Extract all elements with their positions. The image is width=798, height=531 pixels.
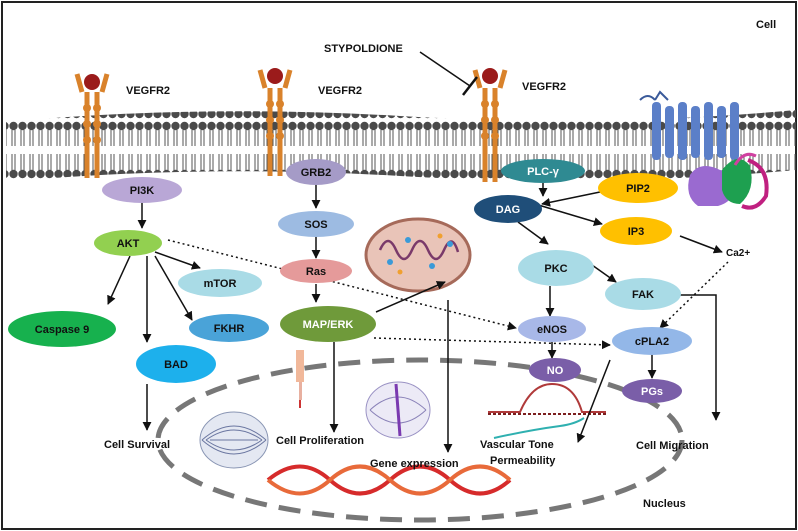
svg-text:PGs: PGs xyxy=(641,386,663,398)
outcome-gene-expression: Gene expression xyxy=(370,458,459,470)
node-grb2: GRB2 xyxy=(286,159,346,185)
node-fak: FAK xyxy=(605,278,681,310)
node-cpla2: cPLA2 xyxy=(612,327,692,355)
node-akt: AKT xyxy=(94,230,162,256)
outcome-cell-migration: Cell Migration xyxy=(636,440,709,452)
svg-text:Ras: Ras xyxy=(306,266,326,278)
node-plcg: PLC-γ xyxy=(501,159,585,183)
svg-text:eNOS: eNOS xyxy=(537,324,567,336)
outcome-cell-survival: Cell Survival xyxy=(104,439,170,451)
cell-membrane xyxy=(6,110,796,182)
svg-text:PIP2: PIP2 xyxy=(626,183,650,195)
outcome-cell-proliferation: Cell Proliferation xyxy=(276,435,364,447)
receptor-label-1: VEGFR2 xyxy=(126,85,170,97)
node-no: NO xyxy=(529,358,581,382)
node-pgs: PGs xyxy=(622,379,682,403)
node-fkhr: FKHR xyxy=(189,314,269,342)
dna-helix-icon xyxy=(266,464,512,496)
vegfr2-receptor-icon-3 xyxy=(472,68,508,182)
node-dag: DAG xyxy=(474,195,542,223)
cell-label: Cell xyxy=(756,19,776,31)
node-pip2: PIP2 xyxy=(598,173,678,203)
node-caspase9: Caspase 9 xyxy=(8,311,116,347)
svg-text:FAK: FAK xyxy=(632,289,654,301)
svg-text:GRB2: GRB2 xyxy=(301,167,332,179)
node-bad: BAD xyxy=(136,345,216,383)
node-sos: SOS xyxy=(278,211,354,237)
ca2-label: Ca2+ xyxy=(726,248,750,259)
receptor-label-3: VEGFR2 xyxy=(522,81,566,93)
node-maperk: MAP/ERK xyxy=(280,306,376,342)
inhibitor-label: STYPOLDIONE xyxy=(324,43,403,55)
membrane-protein-complex-icon xyxy=(639,90,769,210)
outcome-vascular-tone: Vascular Tone xyxy=(480,439,554,451)
chromatin-loop-icon xyxy=(488,382,606,439)
svg-text:NO: NO xyxy=(547,365,564,377)
node-ip3: IP3 xyxy=(600,217,672,245)
svg-text:PLC-γ: PLC-γ xyxy=(527,166,560,178)
svg-text:MAP/ERK: MAP/ERK xyxy=(303,319,354,331)
pipette-icon xyxy=(296,350,304,408)
vegfr2-receptor-icon-2 xyxy=(257,68,293,176)
svg-text:DAG: DAG xyxy=(496,204,520,216)
nucleus-label: Nucleus xyxy=(643,498,686,510)
node-pi3k: PI3K xyxy=(102,177,182,203)
svg-text:IP3: IP3 xyxy=(628,226,645,238)
svg-text:BAD: BAD xyxy=(164,359,188,371)
svg-text:mTOR: mTOR xyxy=(204,278,237,290)
pathway-dotted-arrows xyxy=(167,239,729,350)
mitotic-spindle-icon xyxy=(199,411,269,469)
nucleus-envelope xyxy=(155,357,685,523)
chromosome-division-icon xyxy=(365,381,431,439)
svg-text:cPLA2: cPLA2 xyxy=(635,336,669,348)
svg-text:PI3K: PI3K xyxy=(130,185,155,197)
svg-text:Caspase 9: Caspase 9 xyxy=(35,324,89,336)
inhibition-arrow xyxy=(419,51,478,96)
svg-text:SOS: SOS xyxy=(304,219,327,231)
receptor-label-2: VEGFR2 xyxy=(318,85,362,97)
mitochondrion-icon xyxy=(364,217,472,293)
node-pkc: PKC xyxy=(518,250,594,286)
node-ras: Ras xyxy=(280,259,352,283)
node-enos: eNOS xyxy=(518,316,586,342)
outcome-permeability: Permeability xyxy=(490,455,556,467)
svg-text:AKT: AKT xyxy=(117,238,140,250)
vegfr2-receptor-icon-1 xyxy=(74,73,110,178)
svg-text:PKC: PKC xyxy=(544,263,567,275)
svg-text:FKHR: FKHR xyxy=(214,323,245,335)
node-mtor: mTOR xyxy=(178,269,262,297)
pathway-arrows xyxy=(107,182,723,453)
